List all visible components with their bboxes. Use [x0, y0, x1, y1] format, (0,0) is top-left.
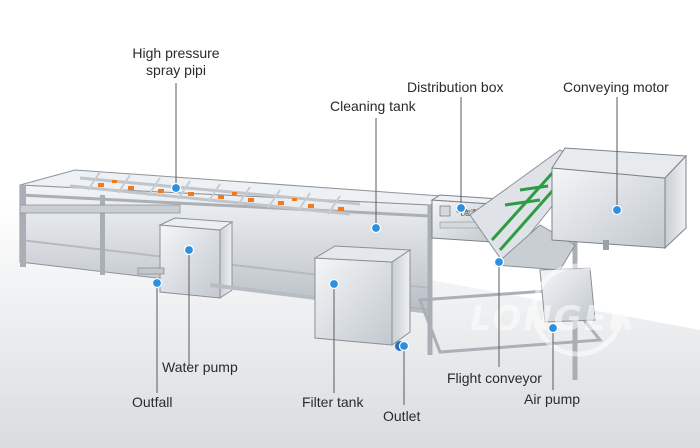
marker-outfall	[151, 277, 163, 289]
conveying-motor-housing	[551, 167, 666, 249]
label-high-pressure-line2: spray pipi	[146, 62, 206, 78]
spray-pipe-rack	[69, 171, 361, 216]
marker-water-pump	[183, 244, 195, 256]
marker-conveying-motor	[611, 204, 623, 216]
marker-filter-tank	[328, 278, 340, 290]
label-conveying-motor: Conveying motor	[563, 79, 669, 95]
marker-high-pressure	[170, 182, 182, 194]
label-distribution-box: Distribution box	[407, 79, 504, 95]
marker-outlet	[398, 340, 410, 352]
machine-base-frame	[417, 288, 603, 354]
filter-tank	[314, 257, 393, 346]
label-flight-conveyor: Flight conveyor	[447, 370, 542, 386]
label-outfall: Outfall	[132, 394, 173, 410]
marker-air-pump	[547, 322, 559, 334]
marker-cleaning-tank	[370, 222, 382, 234]
label-air-pump: Air pump	[524, 391, 581, 407]
label-water-pump: Water pump	[162, 359, 238, 375]
label-outlet: Outlet	[383, 408, 421, 424]
marker-distribution-box	[455, 202, 467, 214]
marker-flight-conveyor	[493, 256, 505, 268]
label-filter-tank: Filter tank	[302, 394, 364, 410]
label-high-pressure-spray-pipe: High pressure spray pipi	[122, 45, 230, 79]
label-high-pressure-line1: High pressure	[132, 45, 220, 61]
label-cleaning-tank: Cleaning tank	[330, 98, 416, 114]
